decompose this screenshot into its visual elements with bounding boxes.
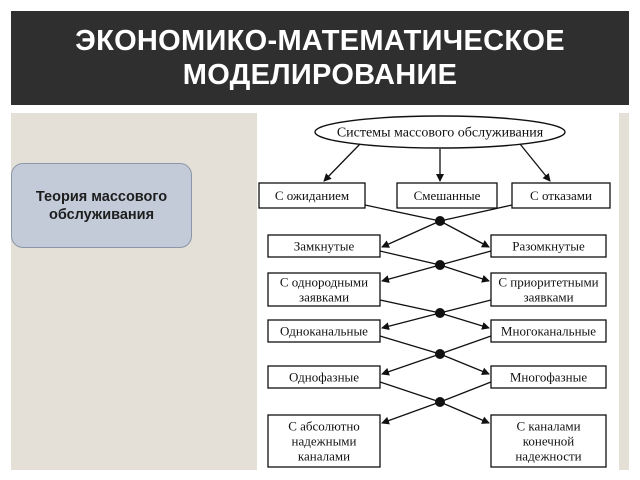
cross-4-in-left	[379, 381, 441, 403]
box-homogeneous-priority-left-box	[267, 272, 381, 307]
junction-3	[435, 349, 445, 359]
junction-4	[435, 397, 445, 407]
cross-0-out-right	[439, 220, 490, 248]
box-homogeneous-priority-right-box	[490, 272, 607, 307]
box-with-refusals-box	[511, 182, 611, 209]
cross-4-in-right	[439, 381, 492, 403]
cross-3-in-right	[439, 335, 492, 355]
box-reliability-left-label-1: С абсолютно	[288, 419, 360, 434]
root-label: Системы массового обслуживания	[337, 126, 544, 141]
box-closed-open-right-label-1: Разомкнутые	[512, 239, 585, 254]
cross-2-in-left	[379, 299, 441, 314]
title-bar: ЭКОНОМИКО-МАТЕМАТИЧЕСКОЕ МОДЕЛИРОВАНИЕ	[11, 11, 629, 105]
cross-1-in-right	[439, 250, 492, 266]
junction-0	[435, 216, 445, 226]
root-arrow-right	[519, 143, 551, 182]
box-single-multi-phase-right-label-1: Многофазные	[510, 370, 588, 385]
cross-0-in-right	[439, 204, 513, 222]
classification-diagram: Системы массового обслуживания С ожидание…	[257, 113, 619, 470]
topic-line-2: обслуживания	[48, 206, 155, 223]
box-single-multi-channel-left-label-1: Одноканальные	[280, 324, 368, 339]
cross-2-out-right	[439, 312, 490, 330]
cross-2-out-left	[381, 312, 441, 331]
slide-title: ЭКОНОМИКО-МАТЕМАТИЧЕСКОЕ МОДЕЛИРОВАНИЕ	[75, 24, 565, 92]
box-closed-open-left-label-1: Замкнутые	[294, 239, 355, 254]
box-single-multi-phase-left-label-1: Однофазные	[289, 370, 359, 385]
cross-1-in-left	[379, 250, 441, 266]
cross-4-out-left	[381, 401, 441, 425]
diagram-canvas: Системы массового обслуживания С ожидание…	[258, 115, 611, 468]
box-mixed-box	[396, 182, 498, 209]
topic-line-1: Теория массового	[35, 188, 168, 205]
slide-title-line-2: МОДЕЛИРОВАНИЕ	[182, 59, 458, 91]
box-homogeneous-priority-right-label-1: С приоритетными	[498, 275, 598, 290]
box-homogeneous-priority-left-label-2: заявками	[299, 290, 349, 305]
box-reliability-right-box	[490, 414, 607, 468]
root-arrow-left	[323, 143, 361, 182]
box-with-waiting-box	[258, 182, 366, 209]
box-with-waiting-label-1: С ожиданием	[275, 188, 349, 203]
box-single-multi-phase-right-box	[490, 365, 607, 389]
box-single-multi-channel-right-box	[490, 319, 607, 343]
box-reliability-right-label-2: конечной	[523, 434, 575, 449]
box-closed-open-left-box	[267, 234, 381, 258]
box-closed-open-right-box	[490, 234, 607, 258]
box-homogeneous-priority-left-label-1: С однородными	[280, 275, 368, 290]
cross-2-in-right	[439, 299, 492, 314]
box-single-multi-channel-right-label-1: Многоканальные	[501, 324, 596, 339]
cross-4-out-right	[439, 401, 490, 424]
cross-3-out-left	[381, 353, 441, 376]
cross-0-in-left	[364, 204, 441, 222]
slide-title-line-1: ЭКОНОМИКО-МАТЕМАТИЧЕСКОЕ	[75, 25, 565, 57]
junction-1	[435, 260, 445, 270]
box-single-multi-channel-left-box	[267, 319, 381, 343]
cross-1-out-right	[439, 264, 490, 283]
root-ellipse	[314, 115, 566, 149]
cross-1-out-left	[381, 264, 441, 283]
box-reliability-left-label-2: надежными	[292, 434, 357, 449]
topic-box[interactable]: Теория массового обслуживания	[11, 163, 192, 248]
junction-2	[435, 308, 445, 318]
cross-3-out-right	[439, 353, 490, 376]
box-single-multi-phase-left-box	[267, 365, 381, 389]
box-reliability-right-label-3: надежности	[515, 449, 581, 464]
box-reliability-left-box	[267, 414, 381, 468]
box-reliability-right-label-1: С каналами	[516, 419, 580, 434]
box-homogeneous-priority-right-label-2: заявками	[523, 290, 573, 305]
cross-3-in-left	[379, 335, 441, 355]
box-reliability-left-label-3: каналами	[298, 449, 350, 464]
box-mixed-label-1: Смешанные	[414, 188, 481, 203]
box-with-refusals-label-1: С отказами	[530, 188, 592, 203]
cross-0-out-left	[381, 220, 441, 248]
